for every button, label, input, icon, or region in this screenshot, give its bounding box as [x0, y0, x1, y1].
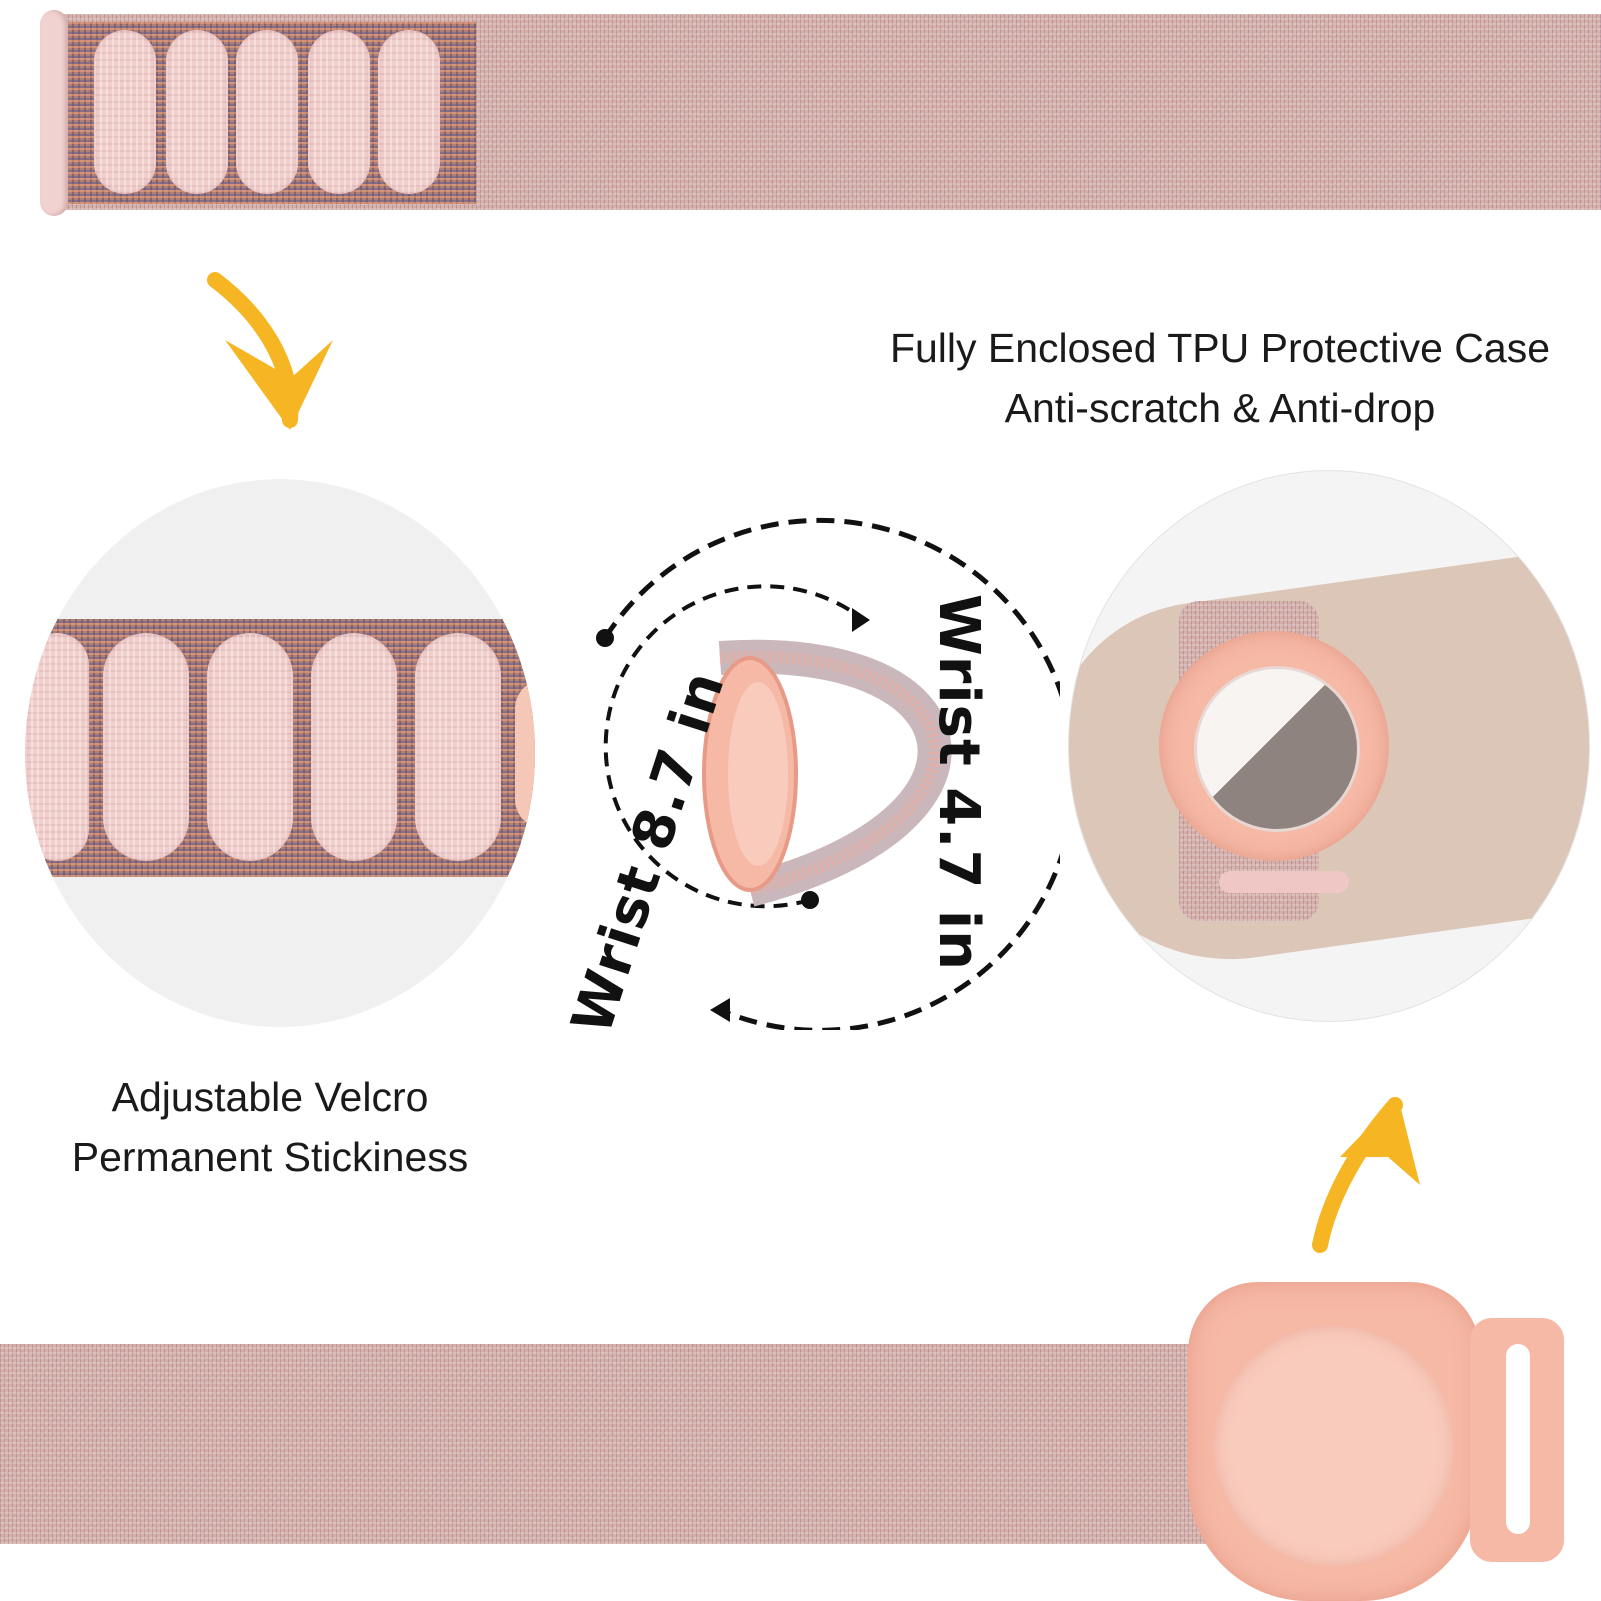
wrist-photo-circle [1068, 470, 1590, 1022]
closeup-hook-area [25, 619, 535, 877]
case-caption-line2: Anti-scratch & Anti-drop [1004, 385, 1436, 431]
velcro-pad [415, 633, 501, 861]
case-caption-line1: Fully Enclosed TPU Protective Case [889, 325, 1551, 371]
velcro-caption-line1: Adjustable Velcro [111, 1074, 429, 1120]
top-band-end-bar [40, 10, 68, 216]
case-caption: Fully Enclosed TPU Protective Case Anti-… [850, 318, 1590, 438]
velcro-pad [25, 633, 89, 861]
velcro-caption-line2: Permanent Stickiness [71, 1134, 469, 1180]
velcro-pad [308, 30, 370, 194]
velcro-pad [378, 30, 440, 194]
velcro-caption: Adjustable Velcro Permanent Stickiness [20, 1067, 520, 1187]
top-band-hook-area [66, 22, 476, 204]
bottom-case-inner [1214, 1326, 1454, 1566]
velcro-pad [166, 30, 228, 194]
velcro-pad [236, 30, 298, 194]
velcro-pad [207, 633, 293, 861]
velcro-pad [311, 633, 397, 861]
size-diagram [596, 517, 1060, 1030]
bottom-case [1188, 1282, 1480, 1601]
velcro-closeup-circle [25, 479, 535, 1027]
bottom-case-loop [1470, 1318, 1564, 1562]
arrow-up-icon [1312, 1097, 1420, 1253]
inner-size-label: Wrist 4.7 in [925, 594, 991, 971]
arrow-down-icon [207, 272, 333, 430]
bottom-band [0, 1344, 1210, 1544]
bottom-case-slot [1506, 1344, 1530, 1534]
airtag [1194, 666, 1360, 832]
velcro-pad [103, 633, 189, 861]
velcro-pad [94, 30, 156, 194]
worn-band-bar [1219, 871, 1349, 893]
closeup-case-edge [515, 679, 535, 829]
